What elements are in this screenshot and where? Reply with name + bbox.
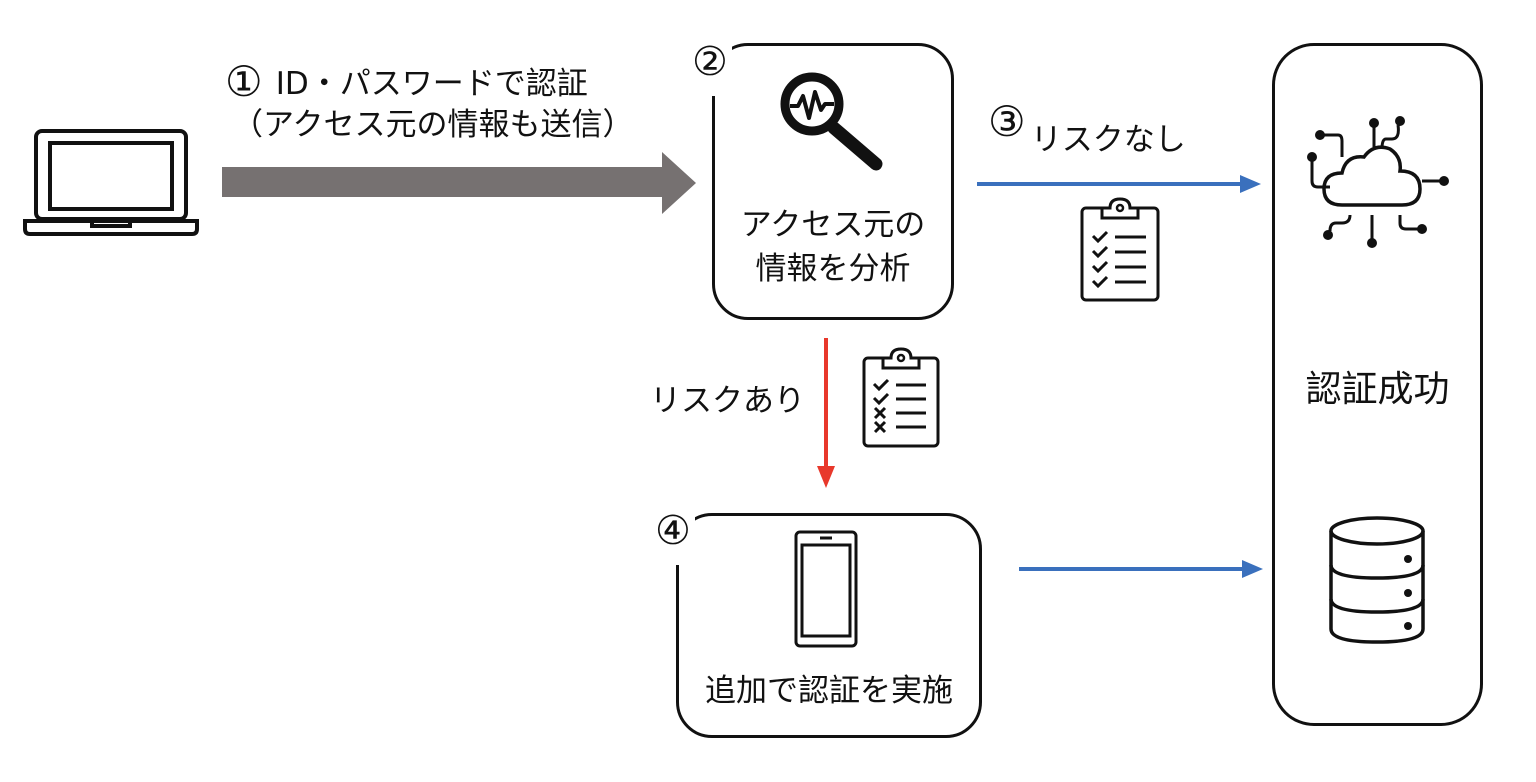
step1-title: ID・パスワードで認証 (275, 66, 588, 102)
submit-arrow (222, 152, 696, 214)
step2-label-line1: アクセス元の (740, 207, 926, 243)
no-risk-arrow (977, 175, 1261, 193)
database-icon (1329, 516, 1425, 644)
step2-number: ② (688, 42, 732, 96)
step1-number: ① (225, 57, 263, 106)
risk-label: リスクあり (650, 383, 805, 419)
step1-subtitle: （アクセス元の情報も送信） (232, 107, 634, 143)
risk-arrow (817, 338, 835, 488)
step1-label: ① ID・パスワードで認証 (225, 58, 588, 103)
step3-label: ③ リスクなし (988, 97, 1186, 159)
result-label: 認証成功 (1305, 369, 1450, 410)
step3-number: ③ (988, 97, 1026, 146)
additional-auth-success-arrow (1019, 560, 1263, 578)
clipboard-some-failed-icon (862, 347, 940, 448)
cloud-network-icon (1307, 116, 1449, 248)
step3-text: リスクなし (1030, 122, 1186, 158)
clipboard-all-checked-icon (1080, 197, 1160, 302)
smartphone-icon (794, 530, 858, 648)
magnifier-pulse-icon (780, 72, 883, 171)
step2-label-line2: 情報を分析 (755, 251, 911, 287)
laptop-icon (23, 129, 199, 236)
step4-label: 追加で認証を実施 (705, 673, 953, 709)
step4-number: ④ (651, 511, 695, 565)
additional-auth-box (676, 513, 982, 738)
